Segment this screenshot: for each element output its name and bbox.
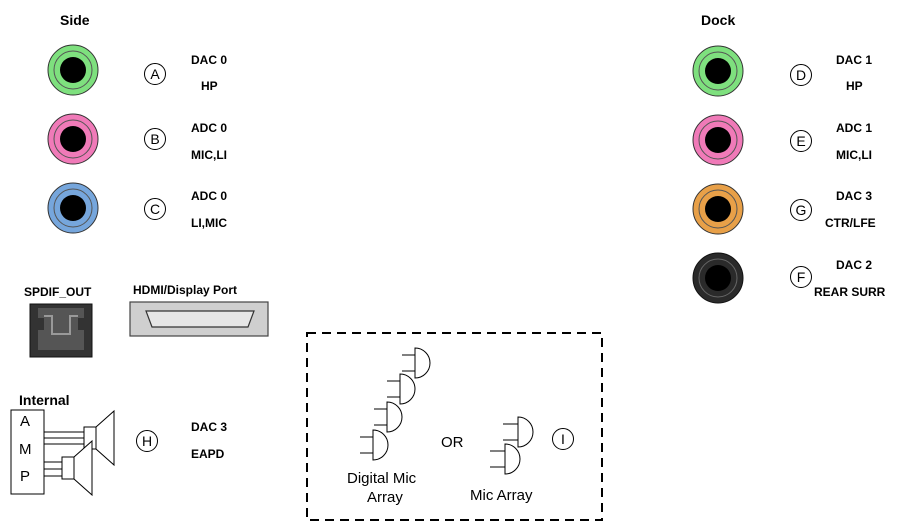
jack-f-line1: DAC 2 (836, 258, 873, 272)
letter-b-badge: B (144, 128, 166, 150)
jack-b-line1: ADC 0 (191, 121, 228, 135)
internal-line2: EAPD (191, 447, 225, 461)
jack-b-line2: MIC,LI (191, 148, 227, 162)
letter-i-badge: I (552, 428, 574, 450)
dock-jack-g (692, 183, 744, 235)
hdmi-connector-icon (129, 301, 269, 337)
jack-e-line1: ADC 1 (836, 121, 873, 135)
mic-array-label: Mic Array (470, 487, 533, 504)
jack-g-line1: DAC 3 (836, 189, 873, 203)
side-title: Side (60, 12, 90, 28)
amp-box (10, 409, 45, 495)
side-jack-a (47, 44, 99, 96)
digital-mic-label-2: Array (367, 489, 403, 506)
jack-d-line2: HP (846, 79, 863, 93)
jack-e-line2: MIC,LI (836, 148, 872, 162)
jack-f-line2: REAR SURR (814, 285, 886, 299)
or-label: OR (441, 434, 464, 451)
digital-mic-array-icon (360, 347, 431, 461)
dock-jack-e (692, 114, 744, 166)
jack-c-line1: ADC 0 (191, 189, 228, 203)
mic-options-box (306, 332, 603, 521)
jack-g-line2: CTR/LFE (825, 216, 876, 230)
letter-a-badge: A (144, 63, 166, 85)
jack-c-line2: LI,MIC (191, 216, 227, 230)
letter-c-badge: C (144, 198, 166, 220)
mic-array-icon (490, 416, 534, 475)
dock-jack-f (692, 252, 744, 304)
letter-e-badge: E (790, 130, 812, 152)
hdmi-label: HDMI/Display Port (133, 283, 238, 297)
amp-letter-m: M (19, 441, 32, 458)
internal-title: Internal (19, 392, 70, 408)
letter-h-badge: H (136, 430, 158, 452)
digital-mic-label-1: Digital Mic (347, 470, 417, 487)
amp-letter-a: A (20, 413, 31, 430)
internal-speakers-icon (44, 409, 115, 497)
letter-g-badge: G (790, 199, 812, 221)
side-jack-b (47, 113, 99, 165)
spdif-label: SPDIF_OUT (24, 285, 92, 299)
letter-d-badge: D (790, 64, 812, 86)
spdif-connector-icon (29, 303, 93, 358)
side-jack-c (47, 182, 99, 234)
amp-letter-p: P (20, 468, 31, 485)
letter-f-badge: F (790, 266, 812, 288)
internal-line1: DAC 3 (191, 420, 228, 434)
jack-d-line1: DAC 1 (836, 53, 873, 67)
dock-title: Dock (701, 12, 736, 28)
jack-a-line2: HP (201, 79, 218, 93)
jack-a-line1: DAC 0 (191, 53, 228, 67)
dock-jack-d (692, 45, 744, 97)
